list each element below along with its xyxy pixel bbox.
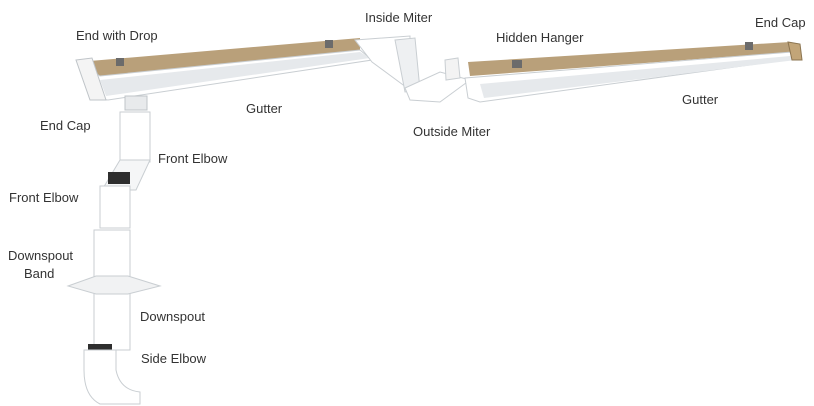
label-gutter-right: Gutter (682, 92, 719, 107)
front-elbow-upper-shape (119, 111, 151, 163)
label-hidden-hanger: Hidden Hanger (496, 30, 584, 45)
label-outside-miter: Outside Miter (413, 124, 491, 139)
label-downspout-band-line2: Band (24, 266, 55, 281)
elbow-connector (108, 172, 130, 184)
hidden-hanger-left-2 (325, 40, 333, 48)
label-downspout-band-line1: Downspout (8, 248, 74, 263)
downspout-band-shape (66, 275, 162, 295)
inside-miter (354, 35, 421, 93)
downspout-assembly (66, 111, 162, 405)
right-gutter (464, 41, 803, 103)
right-gutter-shade (480, 56, 796, 98)
side-elbow-shape (83, 349, 141, 405)
outside-miter (404, 57, 472, 103)
label-gutter-left: Gutter (246, 101, 283, 116)
outside-miter-end (444, 57, 461, 81)
label-inside-miter: Inside Miter (365, 10, 433, 25)
outside-miter-body (404, 71, 472, 103)
label-end-cap-right: End Cap (755, 15, 806, 30)
hidden-hanger-right (745, 42, 753, 50)
label-downspout: Downspout (140, 309, 206, 324)
label-front-elbow-lower: Front Elbow (9, 190, 79, 205)
left-gutter (75, 38, 374, 111)
end-with-drop (75, 57, 107, 101)
left-gutter-back (78, 38, 360, 76)
drop-outlet (124, 95, 148, 111)
hidden-hanger-icon (512, 60, 522, 68)
label-end-cap-left: End Cap (40, 118, 91, 133)
label-end-with-drop: End with Drop (76, 28, 158, 43)
front-elbow-lower-shape (99, 185, 131, 229)
right-gutter-back (468, 42, 792, 76)
end-cap-right (787, 41, 803, 61)
hidden-hanger-left (116, 58, 124, 66)
left-gutter-shade (100, 52, 370, 96)
label-side-elbow: Side Elbow (141, 351, 207, 366)
label-front-elbow-upper: Front Elbow (158, 151, 228, 166)
